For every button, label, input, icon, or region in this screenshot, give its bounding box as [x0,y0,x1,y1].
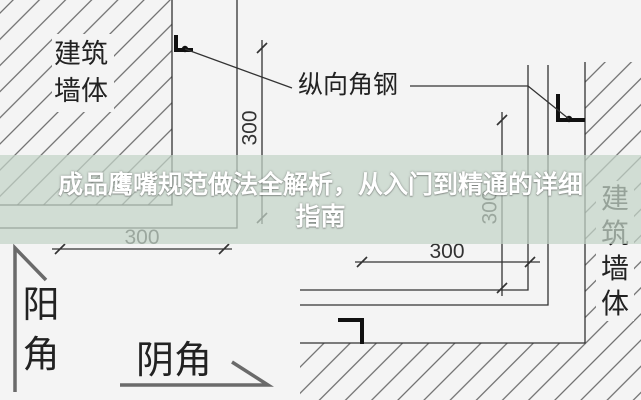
dimension-tick [256,42,268,54]
inner-corner-finish-line-inner [300,65,529,291]
dimension-tick [356,256,368,268]
outer-corner-wall-label: 建筑墙体 [52,34,114,112]
title-line: 成品鹰嘴规范做法全解析，从入门到精通的详细 [57,170,583,199]
outer-corner-dimension-vertical-text: 300 [239,110,262,145]
inner-corner-dimension-horizontal-text: 300 [429,240,464,263]
inner-corner-wall-hatch [300,62,641,400]
banner-overlay [0,155,641,244]
dimension-tick [496,282,508,294]
inner-corner-angle-steel-bottom-wall [338,318,364,344]
title-banner: 成品鹰嘴规范做法全解析，从入门到精通的详细 指南 [0,155,641,244]
dimension-tick [218,243,230,255]
outer-corner-label: 阳角 [22,283,60,376]
dimension-tick [54,243,66,255]
dimension-tick [496,114,508,126]
angle-steel-callout-label: 纵向角钢 [298,70,399,99]
dimension-tick [524,256,536,268]
callout-leader-line-right [410,85,570,120]
page-title: 成品鹰嘴规范做法全解析，从入门到精通的详细 指南 [0,155,641,233]
inner-corner-finish-line-outer [300,65,549,306]
title-line: 指南 [295,202,346,231]
inner-corner-angle-steel-vertical-wall [556,94,585,122]
callout-leader-line-left [184,48,293,89]
inner-corner-marker [120,360,274,387]
outer-corner-marker [13,243,48,392]
inner-corner-label: 阴角 [136,338,213,382]
